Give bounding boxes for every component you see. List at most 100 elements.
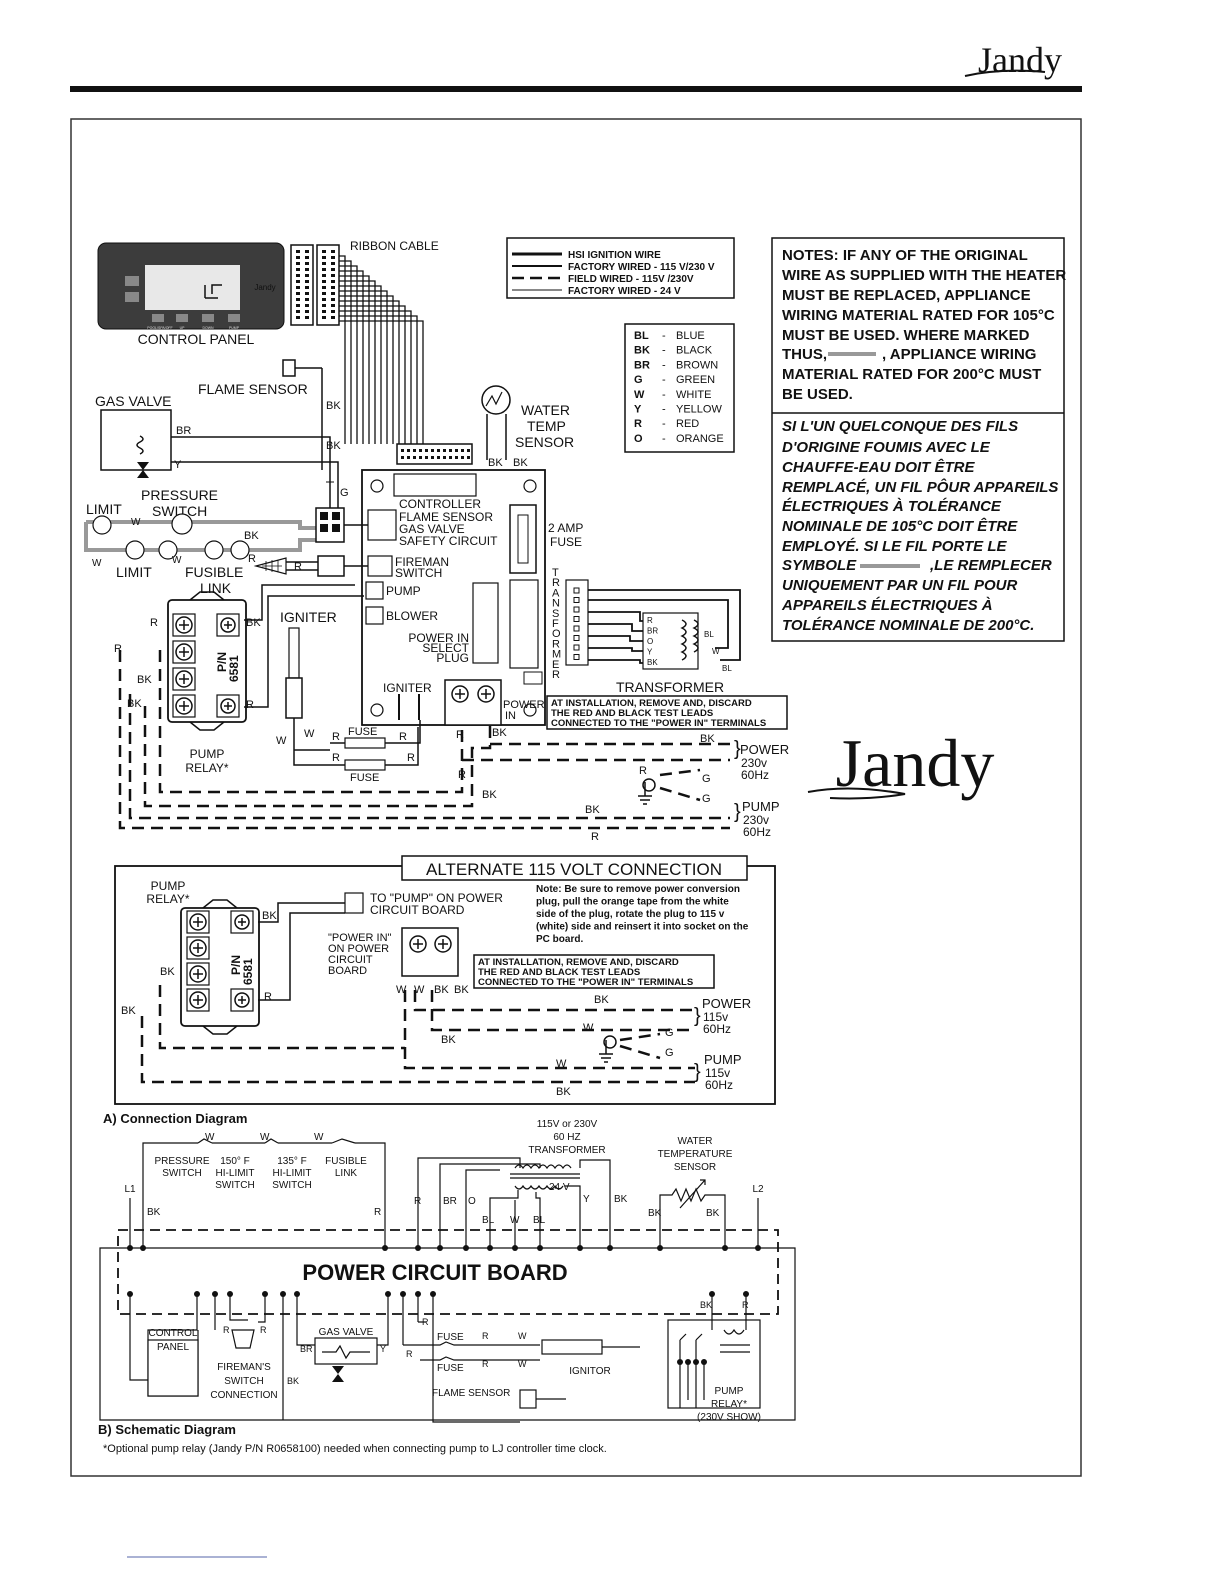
color-code-r: R [634,418,642,430]
alt-notice-1: AT INSTALLATION, REMOVE AND, DISCARD [478,957,679,968]
alt-on-power-label: ON POWER [328,943,389,955]
color-code-bl: BL [634,330,649,342]
plug-label: PLUG [436,651,469,665]
alt-notice-2: THE RED AND BLACK TEST LEADS [478,967,640,978]
schematic-section: A) Connection Diagram W W W PRESSURE SWI… [98,1111,796,1455]
note-en-line: MUST BE USED. WHERE MARKED [782,327,1030,344]
sch-relay-note: (230V SHOW) [697,1412,761,1423]
circuit-board-label: CIRCUIT BOARD [370,903,465,917]
color-name-black: BLACK [676,345,713,357]
sch-sensor-label: SENSOR [674,1162,716,1173]
sch-pressure-label: PRESSURE [154,1156,209,1167]
pw-bk-1: BK [492,727,507,739]
brace-power: } [734,738,741,760]
color-name-white: WHITE [676,389,711,401]
ign-w-2: W [304,728,315,740]
ribbon-cable-label: RIBBON CABLE [350,239,439,253]
pressure-label: PRESSURE [141,487,218,503]
sch-br-gv: BR [300,1344,313,1354]
alt-w-3: W [583,1022,594,1034]
gv-br-label: BR [176,425,191,437]
sch-fireman-label: FIREMAN'S [217,1362,271,1373]
panel-button-2[interactable] [125,292,139,302]
note-en-wiring: , APPLIANCE WIRING [882,346,1036,363]
ign-r-3: R [399,731,407,743]
sch-switch-135: SWITCH [272,1180,311,1191]
panel-button-pump[interactable] [228,314,240,322]
alt-bk-2: BK [160,966,175,978]
alt-pump-60hz: 60Hz [705,1078,733,1092]
panel-button-up[interactable] [176,314,188,322]
color-code-o: O [634,433,643,445]
sch-gas-valve-label: GAS VALVE [319,1327,374,1338]
safety-loop: PRESSURE SWITCH LIMIT LIMIT FUSIBLE LINK… [84,368,528,596]
sch-w-1: W [205,1132,215,1143]
pump-relay-label: PUMP [190,747,225,761]
sch-control-label: CONTROL [149,1328,198,1339]
legend-hsi: HSI IGNITION WIRE [568,250,661,261]
alt-pn-number: 6581 [241,958,255,985]
sch-relay-label: RELAY* [711,1399,747,1410]
relay-r-2: R [114,643,122,655]
sch-ignitor-label: IGNITOR [569,1366,610,1377]
panel-button-down[interactable] [202,314,214,322]
limit-label-top: LIMIT [86,501,122,517]
note-fr-line: SI L'UN QUELCONQUE DES FILS [782,418,1018,435]
board-blower-label: BLOWER [386,609,438,623]
flame-sensor: FLAME SENSOR [198,359,322,397]
sch-panel-label: PANEL [157,1342,189,1353]
color-code-bk: BK [634,345,650,357]
alt-power-in-label: "POWER IN" [328,932,392,944]
panel-button-pool[interactable] [152,314,164,322]
note-en-line: BE USED. [782,386,853,403]
sch-r-fm-1: R [223,1325,230,1335]
note-en-line: WIRE AS SUPPLIED WITH THE HEATER [782,267,1066,284]
alt-g-1: G [665,1027,674,1039]
sch-o-tx: O [468,1196,476,1207]
alt-note-line: side of the plug, rotate the plug to 115… [536,909,725,920]
header-rule [70,86,1082,92]
relay-label: RELAY* [185,761,228,775]
fuse-2amp-label: 2 AMP [548,521,583,535]
fireman-switch-label: SWITCH [395,566,442,580]
controller-board: CONTROLLER FLAME SENSOR GAS VALVE SAFETY… [361,469,546,726]
pw-bk-4: BK [585,804,600,816]
field-wiring-main [118,650,730,830]
sch-r-fuse-1: R [422,1317,429,1327]
alt-note-line: Note: Be sure to remove power conversion [536,884,740,895]
legend-field-wired: FIELD WIRED - 115V /230V [568,274,694,285]
pw-bk-3: BK [700,733,715,745]
color-name-blue: BLUE [676,330,705,342]
pw-g-1: G [702,773,711,785]
note-fr-remplecer: ,LE REMPLECER [929,557,1052,574]
w-label-1: W [131,517,141,528]
control-panel-label: CONTROL PANEL [138,331,255,347]
sch-fuse-1: FUSE [437,1332,464,1343]
temp-label: TEMP [527,418,566,434]
ign-r-1: R [332,731,340,743]
ribbon-plug [396,443,473,465]
sch-w-ign-2: W [518,1359,527,1369]
btn-label-up: UP [180,326,186,330]
to-pump-label: TO "PUMP" ON POWER [370,891,503,905]
caption-a: A) Connection Diagram [103,1111,247,1126]
alt-power-115v: 115v [703,1010,728,1024]
pw-g-2: G [702,793,711,805]
note-fr-line: EMPLOYÉ. SI LE FIL PORTE LE [782,538,1007,555]
color-code-g: G [634,374,643,386]
brace-alt-power: } [694,1005,701,1027]
sch-bk-wt-1: BK [648,1208,662,1219]
color-code-w: W [634,389,645,401]
alt-pump-label-2: PUMP [704,1052,742,1067]
panel-button-1[interactable] [125,276,139,286]
tx-bl-label-1: BL [704,630,714,639]
relay-pn-number: 6581 [227,655,241,682]
sch-fusible-label: FUSIBLE [325,1156,367,1167]
alt-w-4: W [556,1058,567,1070]
alt-pump-label: PUMP [151,879,186,893]
sch-y-tx: Y [583,1194,590,1205]
sch-bl-2: BL [533,1215,546,1226]
alt-bk-5: BK [454,984,469,996]
